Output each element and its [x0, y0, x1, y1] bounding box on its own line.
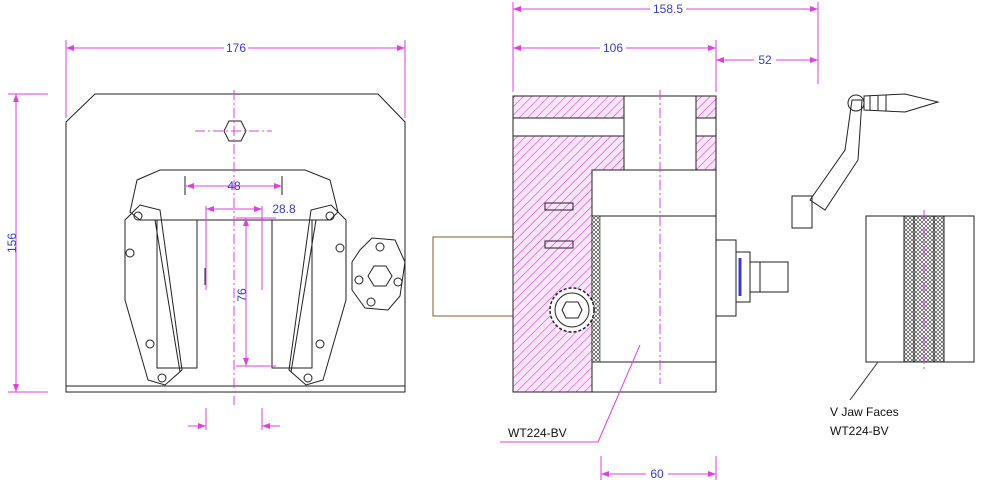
dim-106: 106 — [513, 40, 717, 92]
dim-176-text: 176 — [226, 41, 246, 55]
hex-nut-side — [351, 237, 406, 311]
crank-handle — [791, 93, 940, 229]
dim-176: 176 — [65, 40, 406, 118]
left-jaw — [124, 204, 183, 386]
dim-106-text: 106 — [603, 41, 623, 55]
right-jaw — [288, 204, 347, 386]
dim-48-text: 48 — [227, 179, 241, 193]
dim-156-text: 156 — [5, 233, 19, 253]
end-screw — [715, 239, 789, 317]
dim-158-5: 158.5 — [512, 2, 819, 92]
shaft — [432, 236, 514, 317]
dim-52-text: 52 — [758, 53, 772, 67]
front-view: 176 156 48 28.8 — [5, 40, 406, 430]
callout-wt224-bv: WT224-BV — [500, 344, 641, 443]
v-jaw-face: V Jaw Faces WT224-BV — [830, 210, 975, 438]
front-body-outline — [65, 93, 406, 393]
jaw-faces-label-1: V Jaw Faces — [830, 405, 899, 419]
dim-76-text: 76 — [235, 288, 249, 302]
dim-52: 52 — [716, 53, 818, 67]
pinion-gear — [549, 287, 595, 333]
callout-wt224-bv-text: WT224-BV — [508, 426, 567, 440]
dim-28-8-text: 28.8 — [272, 202, 296, 216]
dim-28-8: 28.8 — [205, 202, 296, 290]
dim-76: 76 — [235, 217, 276, 367]
dim-48: 48 — [186, 179, 282, 193]
dim-158-5-text: 158.5 — [653, 2, 683, 16]
dim-156: 156 — [5, 93, 48, 393]
dim-60-text: 60 — [650, 467, 664, 481]
top-hole — [223, 120, 247, 142]
jaw-faces-label-2: WT224-BV — [830, 424, 889, 438]
dim-60: 60 — [600, 456, 717, 481]
side-section-view: 158.5 106 52 60 — [432, 2, 819, 481]
dim-bottom-jaw-gap — [188, 408, 280, 430]
